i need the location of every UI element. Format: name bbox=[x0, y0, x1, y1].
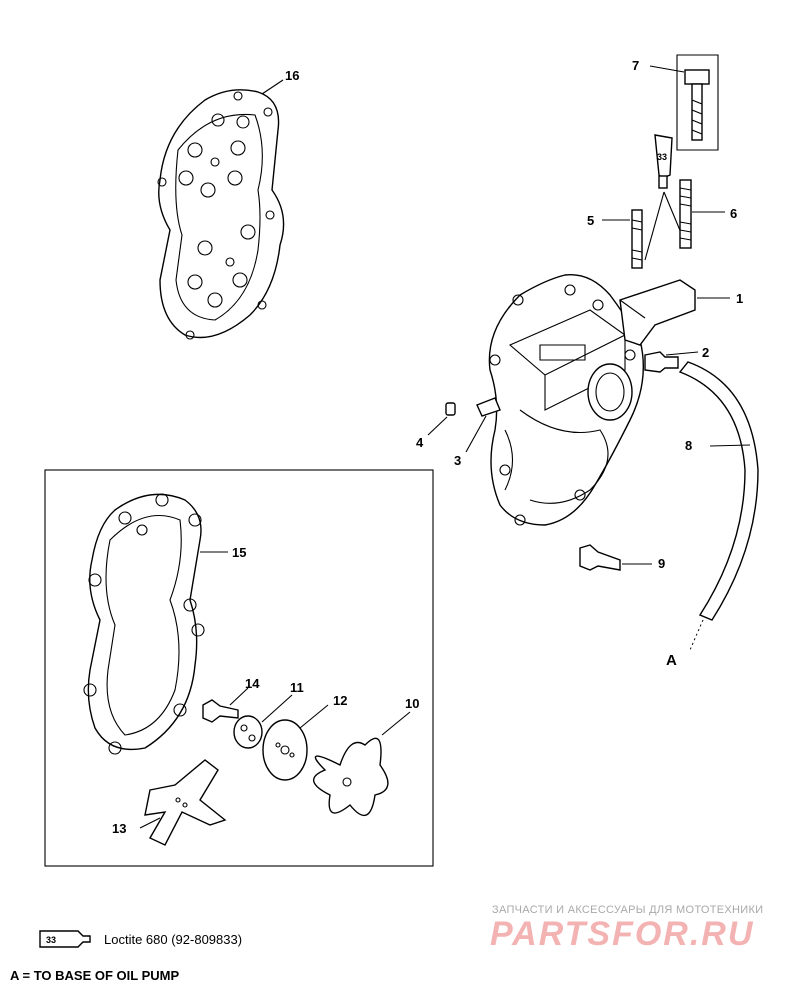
diaphragm-10 bbox=[313, 737, 389, 817]
legend-text: Loctite 680 (92-809833) bbox=[104, 931, 243, 947]
gasket-15 bbox=[83, 493, 205, 755]
callout-3: 3 bbox=[454, 453, 461, 468]
bracket-1 bbox=[619, 279, 696, 346]
stud-5 bbox=[631, 209, 643, 269]
callout-9: 9 bbox=[658, 556, 665, 571]
callout-6: 6 bbox=[730, 206, 737, 221]
callout-14: 14 bbox=[245, 676, 260, 691]
hose-8 bbox=[678, 361, 759, 621]
callout-4: 4 bbox=[416, 435, 424, 450]
disc-12 bbox=[262, 719, 308, 781]
legend: 33 Loctite 680 (92-809833) bbox=[38, 928, 242, 950]
screw-9 bbox=[579, 544, 621, 571]
loctite-tube-icon: 33 bbox=[654, 134, 673, 189]
svg-text:33: 33 bbox=[46, 935, 56, 945]
svg-text:33: 33 bbox=[657, 152, 667, 162]
gasket-16 bbox=[157, 89, 285, 340]
callout-8: 8 bbox=[685, 438, 692, 453]
fuel-pump-housing bbox=[488, 273, 644, 526]
loctite-tube-legend-icon: 33 bbox=[39, 930, 91, 948]
callout-2: 2 bbox=[702, 345, 709, 360]
watermark-logo: PARTSFOR.RU bbox=[490, 915, 755, 953]
callout-11: 11 bbox=[290, 680, 304, 695]
watermark-tagline: ЗАПЧАСТИ И АКСЕССУАРЫ ДЛЯ МОТОТЕХНИКИ bbox=[492, 904, 764, 916]
callout-A: A bbox=[666, 652, 677, 669]
fitting-3 bbox=[476, 397, 501, 417]
callout-1: 1 bbox=[736, 291, 743, 306]
bolt-7 bbox=[676, 54, 719, 151]
callout-12: 12 bbox=[333, 693, 347, 708]
callout-5: 5 bbox=[587, 213, 594, 228]
callout-10: 10 bbox=[405, 696, 419, 711]
screw-14 bbox=[202, 699, 239, 723]
fitting-2 bbox=[644, 351, 679, 373]
plate-11 bbox=[233, 715, 263, 749]
callout-7: 7 bbox=[632, 58, 639, 73]
footnote: A = TO BASE OF OIL PUMP bbox=[10, 968, 180, 983]
callout-16: 16 bbox=[285, 68, 299, 83]
stud-6 bbox=[679, 179, 692, 249]
repair-kit-box bbox=[44, 469, 434, 867]
callout-15: 15 bbox=[232, 545, 246, 560]
pin-4 bbox=[445, 402, 456, 416]
diaphragm-13 bbox=[144, 759, 227, 846]
callout-13: 13 bbox=[112, 821, 126, 836]
